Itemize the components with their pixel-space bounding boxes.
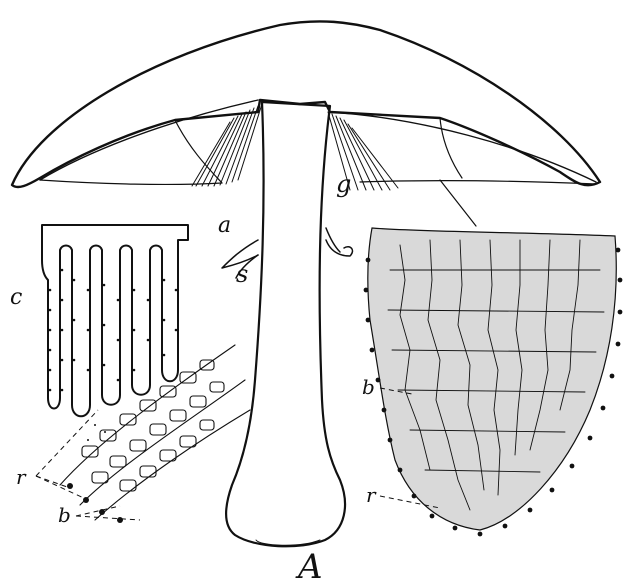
label-b-left: b: [58, 503, 71, 527]
label-s: s: [236, 260, 248, 288]
hyphae-cell-detail: [60, 345, 250, 523]
connector-line-g: [440, 180, 476, 226]
label-r-left: r: [16, 465, 27, 489]
label-g: g: [336, 170, 351, 198]
figure-label-A: A: [295, 547, 323, 586]
label-b-right: b: [362, 375, 375, 399]
trama-tissue-section: [364, 228, 623, 536]
label-c: c: [10, 285, 22, 310]
pointer-lines: [36, 388, 440, 520]
mushroom-stem: [226, 102, 345, 546]
label-r-right: r: [366, 483, 377, 507]
hymenium-dots: [49, 269, 178, 441]
label-a: a: [218, 213, 231, 238]
gill-section-c: [42, 225, 188, 441]
